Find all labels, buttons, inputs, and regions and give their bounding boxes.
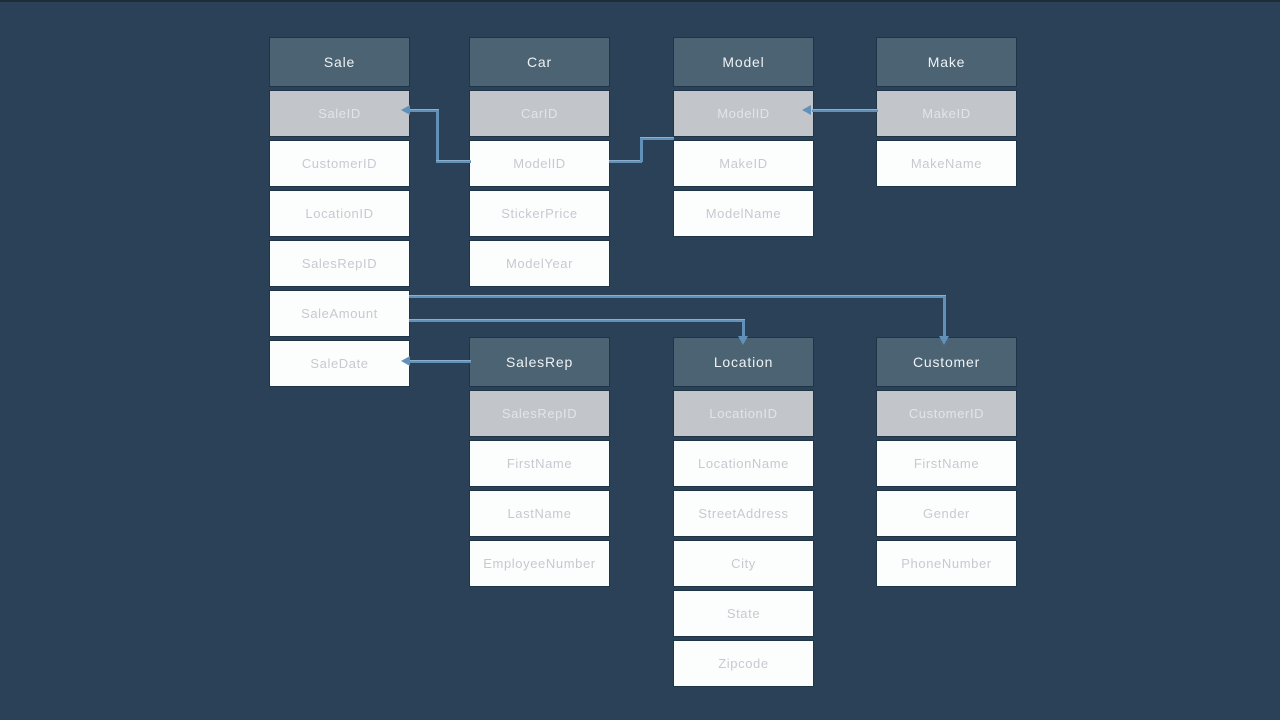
- connector-car-model-segment: [640, 137, 643, 162]
- key-field-row-saleid: SaleID: [269, 90, 410, 137]
- connector-sale-salesrep-segment: [409, 360, 471, 363]
- connector-sale-location-arrowhead: [738, 336, 748, 345]
- top-edge-strip: [0, 0, 1280, 2]
- field-row-modelyear: ModelYear: [469, 240, 610, 287]
- key-field-row-salesrepid: SalesRepID: [469, 390, 610, 437]
- connector-sale-car-segment: [436, 160, 471, 163]
- connector-sale-customer-segment: [409, 295, 945, 298]
- key-field-row-locationid: LocationID: [673, 390, 814, 437]
- field-row-city: City: [673, 540, 814, 587]
- connector-sale-car-segment: [409, 109, 438, 112]
- connector-sale-salesrep-arrowhead: [401, 356, 410, 366]
- connector-sale-location-segment: [409, 319, 744, 322]
- key-field-row-carid: CarID: [469, 90, 610, 137]
- table-title-model: Model: [673, 37, 814, 87]
- field-row-saleamount: SaleAmount: [269, 290, 410, 337]
- table-title-location: Location: [673, 337, 814, 387]
- connector-sale-car-arrowhead: [401, 105, 410, 115]
- key-field-row-makeid: MakeID: [876, 90, 1017, 137]
- field-row-firstname: FirstName: [469, 440, 610, 487]
- table-title-make: Make: [876, 37, 1017, 87]
- connector-sale-customer-segment: [943, 295, 946, 339]
- field-row-modelid: ModelID: [469, 140, 610, 187]
- field-row-customerid: CustomerID: [269, 140, 410, 187]
- field-row-saledate: SaleDate: [269, 340, 410, 387]
- table-title-car: Car: [469, 37, 610, 87]
- connector-sale-car-segment: [436, 109, 439, 162]
- table-title-sale: Sale: [269, 37, 410, 87]
- field-row-state: State: [673, 590, 814, 637]
- field-row-firstname: FirstName: [876, 440, 1017, 487]
- field-row-makeid: MakeID: [673, 140, 814, 187]
- field-row-locationname: LocationName: [673, 440, 814, 487]
- table-title-customer: Customer: [876, 337, 1017, 387]
- field-row-makename: MakeName: [876, 140, 1017, 187]
- field-row-employeenumber: EmployeeNumber: [469, 540, 610, 587]
- connector-car-model-segment: [609, 160, 642, 163]
- field-row-modelname: ModelName: [673, 190, 814, 237]
- field-row-streetaddress: StreetAddress: [673, 490, 814, 537]
- field-row-phonenumber: PhoneNumber: [876, 540, 1017, 587]
- table-title-salesrep: SalesRep: [469, 337, 610, 387]
- connector-car-model-segment: [640, 137, 674, 140]
- field-row-gender: Gender: [876, 490, 1017, 537]
- field-row-lastname: LastName: [469, 490, 610, 537]
- connector-model-make-segment: [812, 109, 878, 112]
- key-field-row-modelid: ModelID: [673, 90, 814, 137]
- field-row-stickerprice: StickerPrice: [469, 190, 610, 237]
- connector-sale-location-segment: [742, 319, 745, 339]
- field-row-salesrepid: SalesRepID: [269, 240, 410, 287]
- connector-model-make-arrowhead: [802, 105, 811, 115]
- key-field-row-customerid: CustomerID: [876, 390, 1017, 437]
- field-row-zipcode: Zipcode: [673, 640, 814, 687]
- connector-sale-customer-arrowhead: [939, 336, 949, 345]
- field-row-locationid: LocationID: [269, 190, 410, 237]
